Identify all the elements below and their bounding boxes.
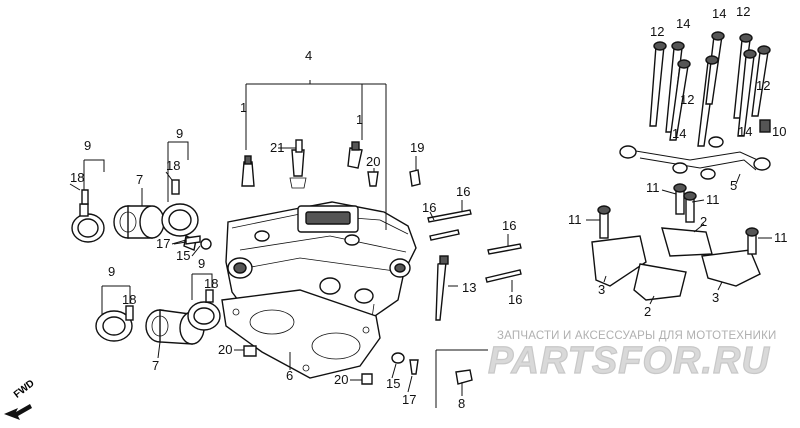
callout-c18c: 18 (122, 292, 136, 307)
callout-c6: 6 (286, 368, 293, 383)
callout-c2a: 2 (700, 214, 707, 229)
callout-c19: 19 (410, 140, 424, 155)
callout-c7b: 7 (152, 358, 159, 373)
fwd-arrow-icon (4, 404, 32, 420)
callout-c10: 10 (772, 124, 786, 139)
callout-c16d: 16 (508, 292, 522, 307)
callout-numbers: 4 1 1 21 20 19 9 9 9 9 18 18 18 18 7 7 1… (70, 4, 788, 411)
callout-c12b: 12 (736, 4, 750, 19)
intake-clamp-upper-left (71, 159, 105, 243)
callout-c8: 8 (458, 396, 465, 411)
callout-c7a: 7 (136, 172, 143, 187)
small-parts-lower (243, 345, 488, 408)
callout-c16b: 16 (456, 184, 470, 199)
long-stud-13 (435, 255, 458, 321)
rocker-arms (591, 183, 761, 301)
callout-c11d: 11 (774, 230, 788, 245)
callout-c21: 21 (270, 140, 284, 155)
callout-c12c: 12 (680, 92, 694, 107)
callout-c15b: 15 (386, 376, 400, 391)
callout-c9b: 9 (176, 126, 183, 141)
callout-c9c: 9 (108, 264, 115, 279)
callout-c3b: 3 (712, 290, 719, 305)
callout-c12d: 12 (756, 78, 770, 93)
callout-c12a: 12 (650, 24, 664, 39)
intake-clamp-upper-right (161, 141, 212, 251)
callout-c17a: 17 (156, 236, 170, 251)
callout-c4: 4 (305, 48, 312, 63)
intake-pipe-upper-left (113, 205, 165, 239)
callout-c17b: 17 (402, 392, 416, 407)
callout-c11a: 11 (646, 180, 660, 195)
callout-c20b: 20 (218, 342, 232, 357)
callout-c18b: 18 (166, 158, 180, 173)
callout-c9d: 9 (198, 256, 205, 271)
dowel-pins-16 (427, 209, 522, 283)
callout-c11b: 11 (706, 192, 720, 207)
leader-lines (69, 120, 772, 396)
intake-clamp-lower-left (95, 285, 134, 342)
callout-c9a: 9 (84, 138, 91, 153)
callout-c1a: 1 (240, 100, 247, 115)
callout-c14b: 14 (712, 6, 726, 21)
callout-4-bracket (245, 80, 387, 230)
callout-c13: 13 (462, 280, 476, 295)
callout-c5: 5 (730, 178, 737, 193)
callout-c20c: 20 (334, 372, 348, 387)
watermark-logo: PARTSFOR.RU (487, 339, 770, 382)
head-bolts-12-14 (649, 31, 771, 147)
small-screws-left (173, 235, 201, 245)
callout-c1b: 1 (356, 112, 363, 127)
oil-pipe-5 (619, 136, 771, 180)
callout-c18a: 18 (70, 170, 84, 185)
callout-c3a: 3 (598, 282, 605, 297)
callout-c20a: 20 (366, 154, 380, 169)
callout-c16a: 16 (422, 200, 436, 215)
head-top-parts (241, 139, 421, 189)
callout-c14d: 14 (738, 124, 752, 139)
watermark-text: ЗАПЧАСТИ И АКСЕССУАРЫ ДЛЯ МОТОТЕХНИКИ (497, 330, 777, 342)
callout-c18d: 18 (204, 276, 218, 291)
intake-clamp-lower-right (187, 273, 221, 331)
callout-c16c: 16 (502, 218, 516, 233)
callout-c15a: 15 (176, 248, 190, 263)
head-gasket (221, 289, 381, 379)
callout-c11c: 11 (568, 212, 582, 227)
callout-c14a: 14 (676, 16, 690, 31)
callout-c2b: 2 (644, 304, 651, 319)
callout-c14c: 14 (672, 126, 686, 141)
